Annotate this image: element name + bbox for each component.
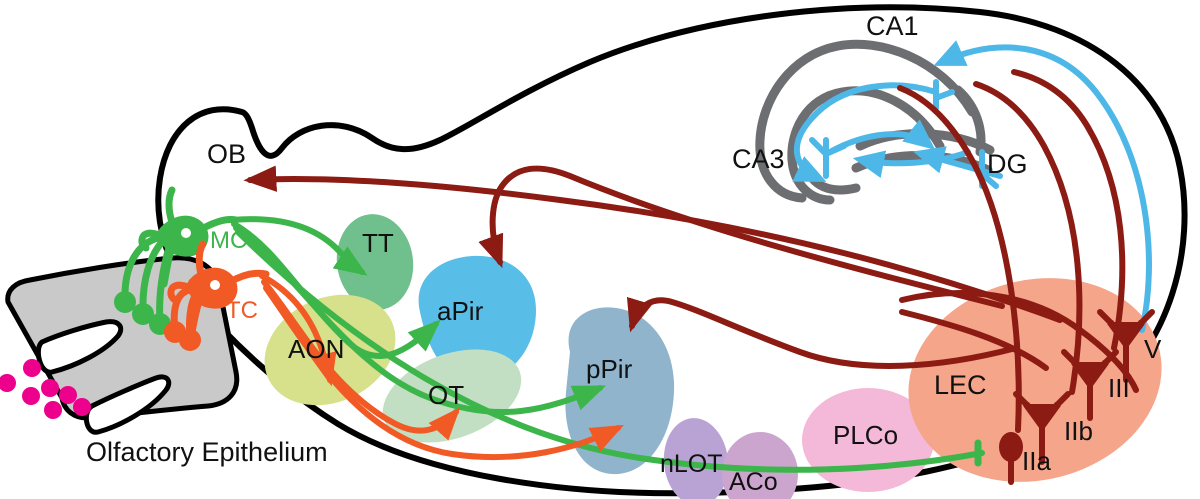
region-blob-aco[interactable] (722, 432, 798, 499)
label-ca3: CA3 (732, 144, 785, 174)
label-ob: OB (207, 139, 246, 169)
region-blob-apir[interactable] (418, 255, 536, 381)
neuron-layer-iib (1013, 391, 1071, 465)
hippocampal-feedforward-pathways (792, 40, 1152, 333)
label-dg: DG (987, 149, 1028, 179)
odorant-molecule-dots (0, 359, 91, 419)
label-ot: OT (428, 380, 464, 410)
label-aon: AON (288, 334, 344, 364)
mitral-cell-projections (229, 216, 985, 473)
label-lec: LEC (934, 370, 987, 400)
label-plco: PLCo (833, 420, 898, 450)
neuron-layer-iia (999, 432, 1023, 485)
tufted-cell-projections (259, 273, 624, 461)
label-nlot: nLOT (660, 450, 723, 478)
label-layer-v: V (1144, 334, 1162, 364)
label-layer-iib: IIb (1064, 416, 1093, 446)
neuron-layer-v (1097, 309, 1155, 383)
label-ppir: pPir (586, 354, 633, 384)
diagram-labels: OB MC TC TT AON aPir OT pPir nLOT ACo PL… (86, 11, 1162, 496)
label-layer-iii: III (1108, 373, 1130, 403)
label-tc: TC (226, 297, 258, 324)
label-olfactory-epithelium: Olfactory Epithelium (86, 437, 328, 467)
label-tt: TT (362, 228, 394, 258)
label-mc: MC (210, 227, 247, 254)
olfactory-receptor-neuron-axons (114, 234, 202, 351)
label-layer-iia: IIa (1022, 446, 1051, 476)
label-ca1: CA1 (866, 11, 919, 41)
label-apir: aPir (437, 296, 484, 326)
neuron-layer-iii (1061, 349, 1119, 421)
region-blob-tt[interactable] (331, 209, 420, 315)
lec-principal-neurons (999, 309, 1155, 485)
cortical-feedback-pathways (243, 69, 1139, 433)
region-blob-nlot[interactable] (660, 415, 733, 499)
label-aco: ACo (729, 468, 778, 496)
